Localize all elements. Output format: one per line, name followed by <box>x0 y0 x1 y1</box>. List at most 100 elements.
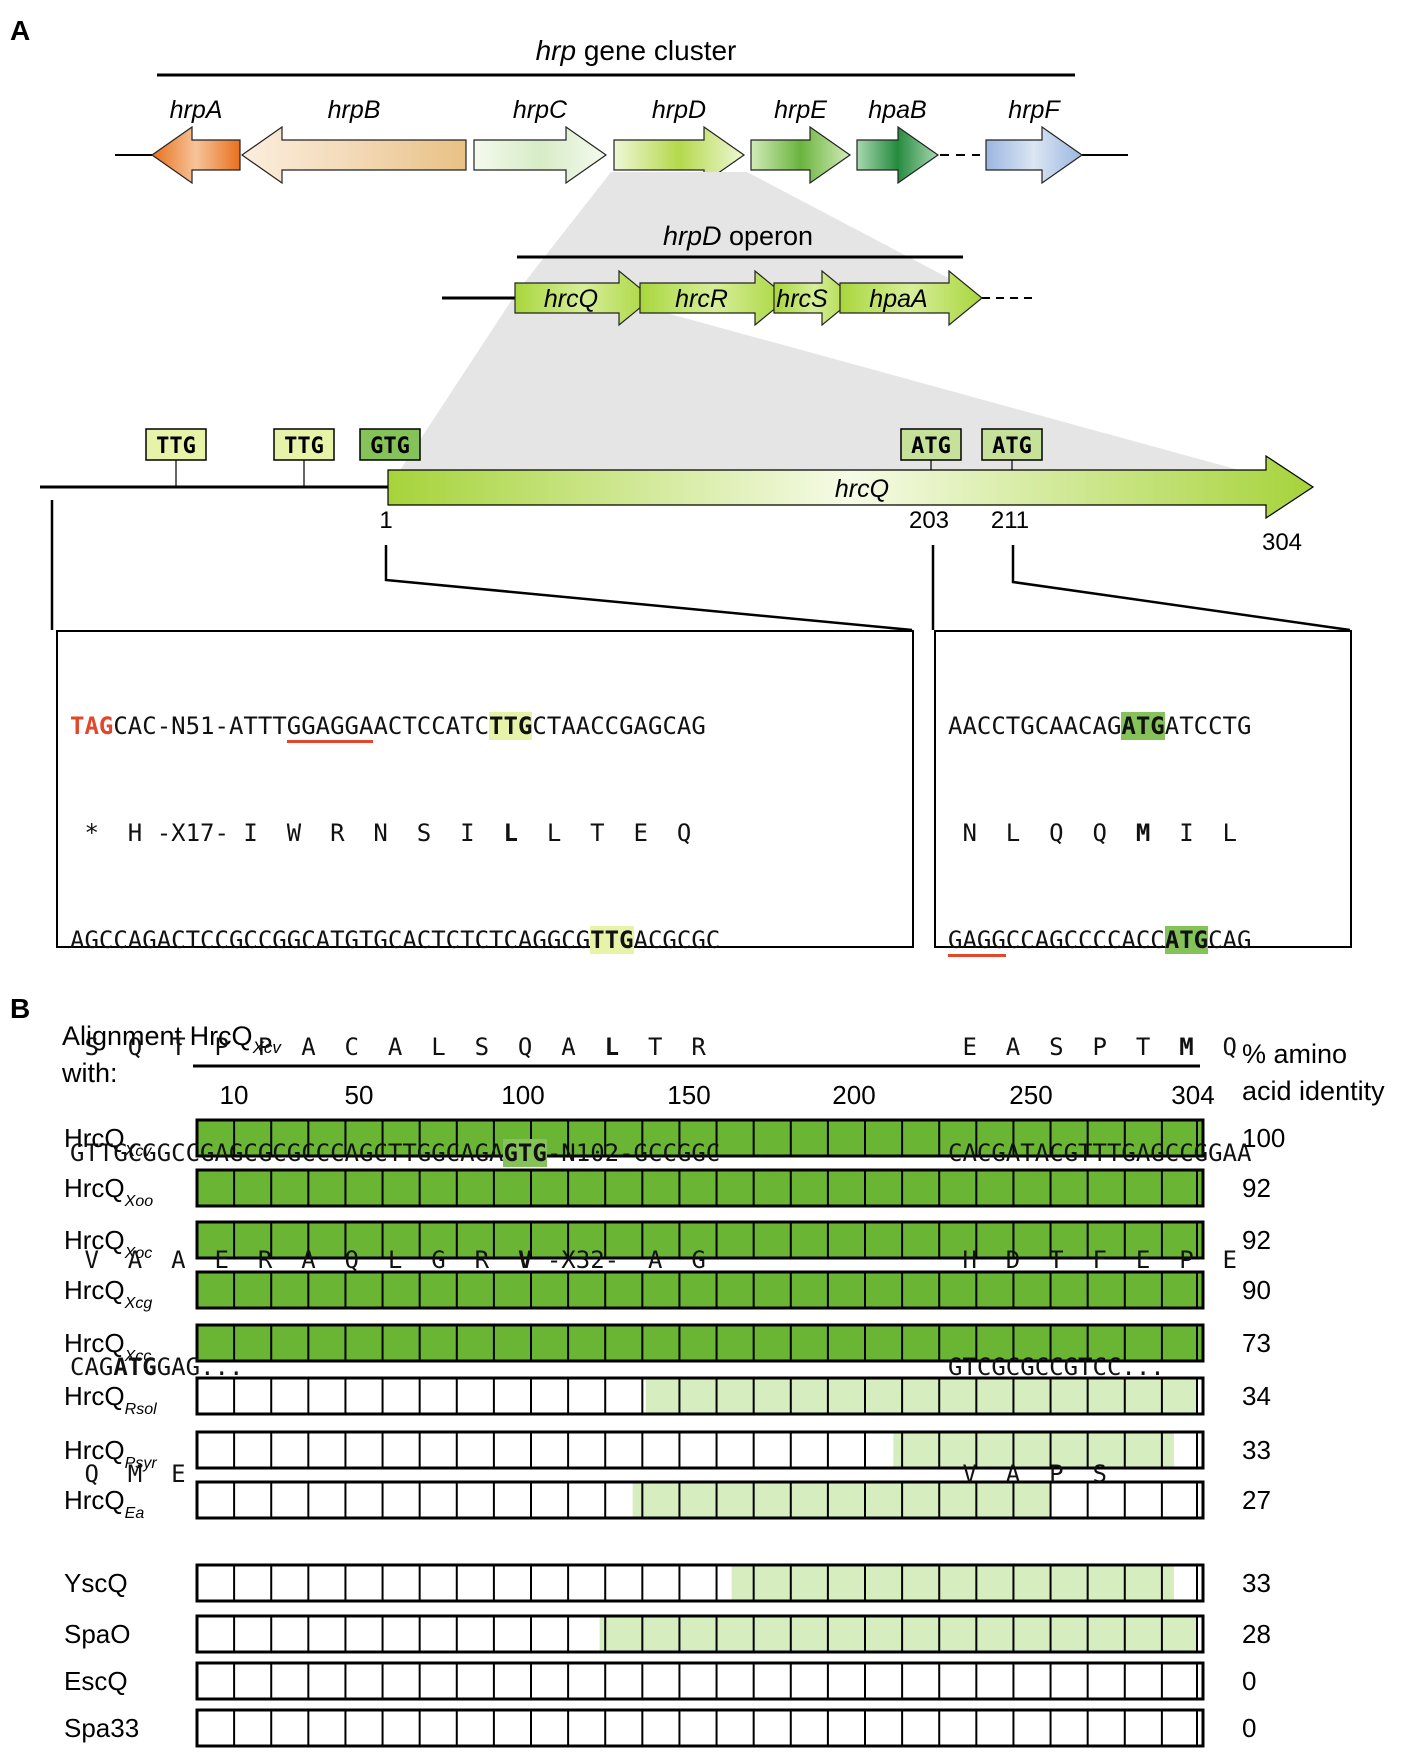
seq-right-line-3: GAGGCCAGCCCCACCATGCAG <box>948 923 1350 959</box>
row-label: Spa33 <box>64 1713 139 1743</box>
aa-start-211: M <box>1179 1032 1194 1061</box>
seq-left-line-7: CAGATGGAG... <box>70 1350 912 1386</box>
row-identity: 92 <box>1242 1225 1271 1255</box>
seq-right-line-5: CACGATACGTTTGAGCCGGAA <box>948 1139 1252 1168</box>
seq-text: GTTGCGGCCGAGCGCGCCCAGCTTGGCAGA <box>70 1139 504 1168</box>
row-label-sub: Xcc <box>124 1348 152 1365</box>
shine-dalgarno-left: GGAGGA <box>286 712 374 744</box>
row-box-outline <box>195 1270 1205 1310</box>
aa-text: I L <box>1150 818 1237 847</box>
panel-b-label: B <box>10 993 30 1024</box>
row-box-outline <box>195 1168 1205 1208</box>
homology-region <box>731 1565 1174 1601</box>
position-304: 304 <box>1262 529 1302 556</box>
seq-left-line-1: TAGCAC-N51-ATTTGGAGGAACTCCATCTTGCTAACCGA… <box>70 709 912 745</box>
gene-arrow-hrpB <box>240 125 467 185</box>
codon-text-1: TTG <box>156 434 196 459</box>
row-identity: 33 <box>1242 1435 1271 1465</box>
aa-text: V A A E R A Q L G R <box>70 1246 518 1275</box>
gene-arrow-hrpE <box>750 125 852 185</box>
homology-region <box>197 1222 1203 1258</box>
codon-text-3: GTG <box>370 434 410 459</box>
homology-region <box>645 1378 1197 1414</box>
gene-arrow-hrpA <box>150 125 241 185</box>
seq-left-line-6: V A A E R A Q L G R V -X32- A G <box>70 1243 912 1279</box>
aa-text: * H -X17- I W R N S I <box>70 818 504 847</box>
seq-text: ATCCTG <box>1164 712 1252 741</box>
seq-left-line-3: AGCCAGACTCCGCCGGCATGTGCACTCTCTCAGGCGTTGA… <box>70 923 912 959</box>
seq-right-line-2: N L Q Q M I L <box>948 816 1350 852</box>
gene-label-hrpD: hrpD <box>652 96 706 124</box>
seq-text: GAG... <box>156 1352 244 1381</box>
atg-codon-left: ATG <box>113 1352 157 1381</box>
gene-arrow-hrpC <box>473 125 608 185</box>
cluster-title-italic: hrp <box>536 35 576 66</box>
row-identity: 100 <box>1242 1123 1285 1153</box>
alignment-header-1: Alignment HrcQXcv <box>62 1021 282 1057</box>
operon-arrow-hpaA <box>839 269 983 327</box>
tick-100: 100 <box>501 1080 544 1110</box>
seq-text: AACCTGCAACAG <box>948 712 1122 741</box>
tick-10: 10 <box>220 1080 249 1110</box>
codon-box-5 <box>981 428 1043 461</box>
cluster-title: hrp gene cluster <box>536 35 737 66</box>
panel-a-label: A <box>10 15 30 46</box>
seq-text: CTAACCGAGCAG <box>532 712 706 741</box>
row-box-outline <box>195 1323 1205 1363</box>
alignment-header-sub: Xcv <box>252 1038 283 1057</box>
row-label-name: SpaO <box>64 1619 131 1649</box>
row-label: HrcQXoo <box>64 1173 153 1210</box>
position-1: 1 <box>379 507 392 534</box>
gene-label-hrpA: hrpA <box>170 96 223 124</box>
row-box-outline <box>195 1376 1205 1416</box>
row-label: HrcQXcc <box>64 1328 151 1365</box>
sequence-box-internal: AACCTGCAACAGATGATCCTG N L Q Q M I L GAGG… <box>934 630 1352 1488</box>
operon-title: hrpD operon <box>663 221 813 251</box>
atg-codon-211: ATG <box>1164 925 1209 954</box>
gene-label-hrpE: hrpE <box>774 96 827 124</box>
row-label-name: HrcQ <box>64 1435 125 1465</box>
seq-left-line-8: Q M E <box>70 1459 186 1488</box>
row-label: HrcQXcg <box>64 1275 152 1312</box>
gene-arrow-hpaB <box>856 125 940 185</box>
row-label: EscQ <box>64 1666 128 1696</box>
seq-right-line-4: E A S P T M Q <box>948 1030 1350 1066</box>
shine-dalgarno-right: GAGG <box>948 925 1006 957</box>
row-label: SpaO <box>64 1619 131 1649</box>
atg-codon-203: ATG <box>1121 712 1165 741</box>
tick-50: 50 <box>345 1080 374 1110</box>
alignment-header-text: Alignment HrcQ <box>62 1021 253 1051</box>
stop-codon-tag: TAG <box>70 712 114 741</box>
aa-text: L T E Q <box>517 818 692 847</box>
identity-header-2: acid identity <box>1242 1076 1385 1106</box>
row-label: HrcQPsyr <box>64 1435 157 1472</box>
row-label-sub: Psyr <box>125 1455 158 1472</box>
operon-arrow-hrcR <box>639 269 789 327</box>
row-label-name: HrcQ <box>64 1275 125 1305</box>
homology-region <box>197 1170 1203 1206</box>
zoom-shade-1 <box>517 172 975 292</box>
alignment-header-2: with: <box>61 1058 118 1088</box>
homology-region <box>197 1325 1203 1361</box>
row-box-outline <box>195 1661 1205 1701</box>
callout-left-start <box>384 545 913 632</box>
row-label-sub: Ea <box>125 1505 145 1522</box>
position-203: 203 <box>909 507 949 534</box>
gene-arrow-hrpF <box>985 125 1084 185</box>
gene-label-hpaB: hpaB <box>868 96 926 124</box>
seq-text: CAG <box>70 1352 114 1381</box>
gene-label-hrpB: hrpB <box>328 96 381 124</box>
alignment-row: HrcQPsyr 33 <box>64 1430 1271 1472</box>
gtg-codon: GTG <box>503 1139 547 1168</box>
row-identity: 34 <box>1242 1381 1271 1411</box>
tick-304: 304 <box>1171 1080 1214 1110</box>
gene-label-hrpC: hrpC <box>513 96 568 124</box>
row-label: YscQ <box>64 1568 128 1598</box>
seq-text: CAG <box>1208 925 1252 954</box>
homology-region <box>632 1482 1052 1518</box>
